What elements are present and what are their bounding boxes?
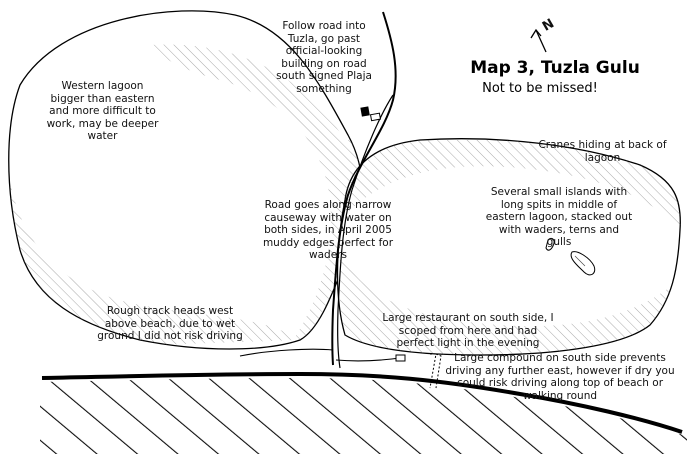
- western-lagoon: [8, 10, 363, 350]
- eastern-lagoon: [336, 138, 681, 356]
- north-arrow-icon: [530, 28, 547, 53]
- road: [331, 11, 397, 369]
- note-rough-track: Rough track heads west above beach, due …: [97, 305, 243, 342]
- note-compound: Large compound on south side prevents dr…: [445, 352, 675, 402]
- note-causeway: Road goes along narrow causeway with wat…: [262, 199, 394, 261]
- sea-hatching: [40, 378, 687, 454]
- official-building: [360, 106, 382, 122]
- coastline: [41, 371, 683, 434]
- note-follow-road: Follow road into Tuzla, go past official…: [276, 20, 372, 95]
- restaurant-access-road: [335, 357, 401, 362]
- map-title: Map 3, Tuzla Gulu: [470, 58, 640, 78]
- map-subtitle: Not to be missed!: [482, 81, 598, 96]
- note-western-lagoon: Western lagoon bigger than eastern and m…: [46, 80, 159, 142]
- note-cranes: Cranes hiding at back of lagoon: [538, 139, 667, 164]
- small-islands: [545, 237, 596, 276]
- rough-track: [239, 348, 334, 357]
- note-restaurant: Large restaurant on south side, I scoped…: [382, 312, 554, 349]
- restaurant: [395, 354, 406, 362]
- note-islands: Several small islands with long spits in…: [485, 186, 633, 248]
- compound: [429, 353, 442, 389]
